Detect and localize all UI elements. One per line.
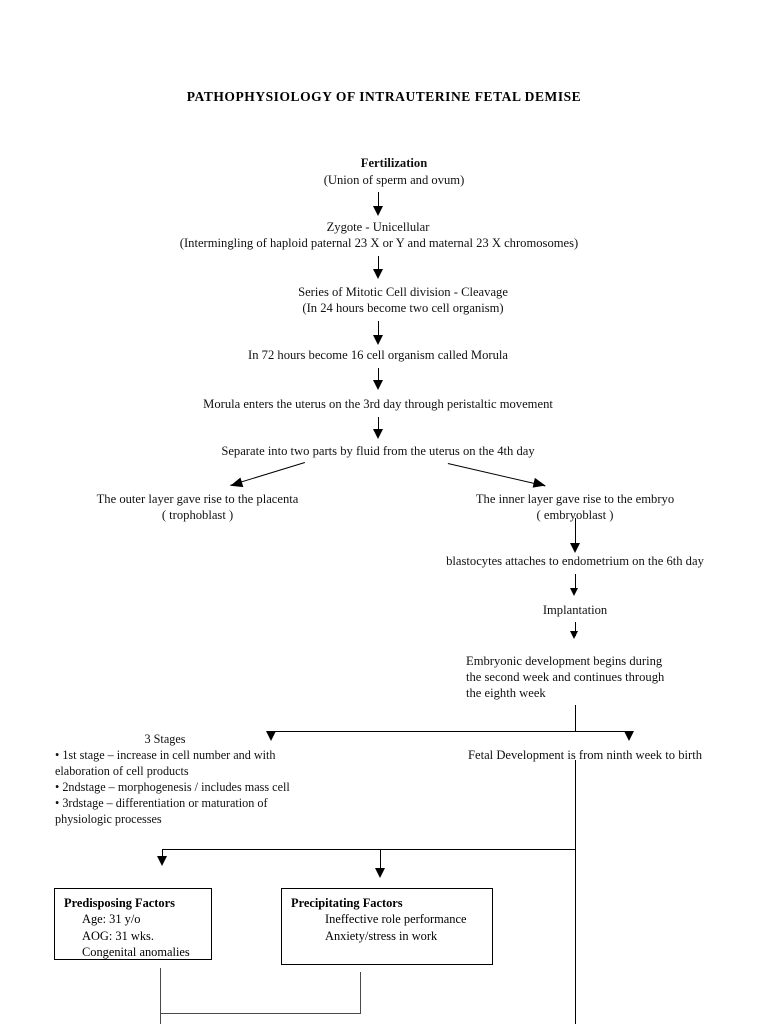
node-morula-enters-uterus: Morula enters the uterus on the 3rd day … (203, 397, 553, 411)
connector-bar-to-precipitating (380, 849, 381, 871)
arrowhead-implantation-to-embryonic (570, 631, 578, 639)
node-cleavage-detail: (In 24 hours become two cell organism) (302, 301, 504, 315)
connector-embryonic-to-split-bar (575, 705, 576, 732)
predisposing-item-age: Age: 31 y/o (82, 912, 141, 927)
connector-uterus-to-separate (378, 417, 379, 433)
connector-cleavage-to-morula (378, 321, 379, 339)
connector-implantation-to-embryonic (575, 622, 576, 636)
node-3-stages-heading: 3 Stages (144, 732, 186, 746)
node-cleavage-title: Series of Mitotic Cell division - Cleava… (298, 285, 508, 299)
connector-factors-merge-bar (160, 1013, 361, 1014)
node-inner-layer-title: The inner layer gave rise to the embryo (475, 492, 675, 506)
node-fertilization-heading: Fertilization (360, 156, 428, 170)
node-morula: In 72 hours become 16 cell organism call… (248, 348, 508, 362)
node-embryonic-development: Embryonic development begins during the … (466, 654, 665, 701)
arrow-branch-left-outer-layer (229, 462, 305, 492)
arrowhead-to-fetal-development (624, 731, 634, 741)
node-outer-layer-title: The outer layer gave rise to the placent… (96, 492, 299, 506)
arrowhead-morula-to-uterus (373, 380, 383, 390)
stages-item-1: • 1st stage – increase in cell number an… (55, 748, 276, 762)
split-bar-stages-fetal (271, 731, 631, 732)
arrow-branch-right-inner-layer (447, 463, 547, 490)
arrowhead-to-3-stages (266, 731, 276, 741)
arrowhead-cleavage-to-morula (373, 335, 383, 345)
precipitating-heading: Precipitating Factors (291, 896, 403, 910)
node-implantation: Implantation (542, 603, 608, 617)
node-inner-layer-detail: ( embryoblast ) (536, 508, 614, 522)
page-title: PATHOPHYSIOLOGY OF INTRAUTERINE FETAL DE… (186, 89, 582, 104)
stages-item-3: • 3rdstage – differentiation or maturati… (55, 796, 268, 810)
arrowhead-to-precipitating-box (375, 868, 385, 878)
split-bar-factors (162, 849, 576, 850)
node-outer-layer-detail: ( trophoblast ) (161, 508, 234, 522)
node-zygote-title: Zygote - Unicellular (326, 220, 430, 234)
connector-right-trunk (575, 760, 576, 1024)
arrowhead-inner-layer-to-blastocyte (570, 543, 580, 553)
node-fetal-development: Fetal Development is from ninth week to … (468, 748, 702, 762)
node-zygote-detail: (Intermingling of haploid paternal 23 X … (179, 236, 579, 250)
node-fertilization-subtitle: (Union of sperm and ovum) (323, 173, 465, 187)
arrowhead-uterus-to-separate (373, 429, 383, 439)
arrowhead-zygote-to-cleavage (373, 269, 383, 279)
precipitating-item-anxiety: Anxiety/stress in work (325, 928, 438, 943)
predisposing-item-anomalies: Congenital anomalies (82, 944, 190, 959)
connector-morula-to-uterus (378, 368, 379, 384)
connector-blastocyte-to-implantation (575, 574, 576, 592)
precipitating-factors-box: Precipitating Factors Ineffective role p… (281, 888, 493, 965)
connector-predisposing-down (160, 968, 161, 1024)
predisposing-heading: Predisposing Factors (64, 896, 175, 910)
arrowhead-fertilization-to-zygote (373, 206, 383, 216)
arrowhead-to-predisposing-box (157, 856, 167, 866)
connector-fertilization-to-zygote (378, 192, 379, 210)
connector-zygote-to-cleavage (378, 256, 379, 273)
predisposing-item-aog: AOG: 31 wks. (82, 928, 154, 943)
connector-inner-layer-to-blastocyte (575, 518, 576, 548)
precipitating-item-role: Ineffective role performance (325, 912, 467, 927)
connector-bar-to-predisposing (162, 849, 163, 859)
connector-precipitating-down (360, 972, 361, 1013)
node-separate-two-parts: Separate into two parts by fluid from th… (221, 444, 535, 458)
node-blastocyte-attaches: blastocytes attaches to endometrium on t… (446, 554, 704, 568)
stages-item-3-cont: physiologic processes (55, 812, 162, 826)
arrowhead-blastocyte-to-implantation (570, 588, 578, 596)
stages-item-2: • 2ndstage – morphogenesis / includes ma… (55, 780, 290, 794)
stages-item-1-cont: elaboration of cell products (55, 764, 189, 778)
predisposing-factors-box: Predisposing Factors Age: 31 y/o AOG: 31… (54, 888, 212, 960)
